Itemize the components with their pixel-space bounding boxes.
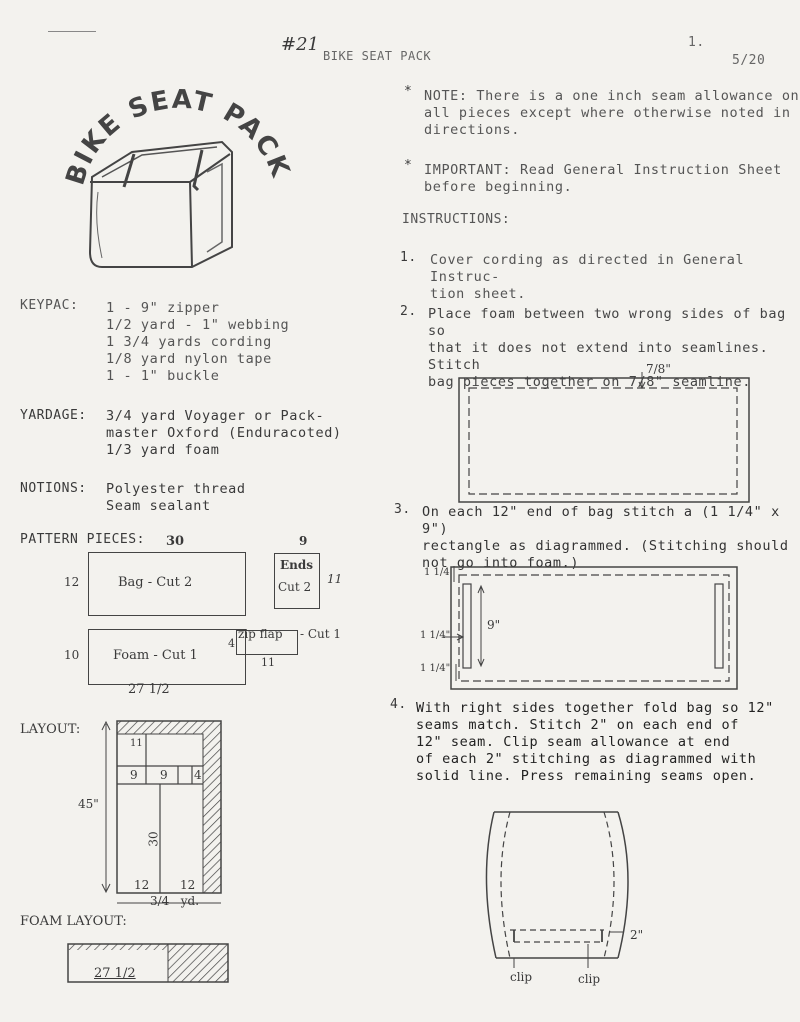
keypac-item: 1 3/4 yards cording (106, 334, 272, 350)
layout-b1: 12 (134, 878, 150, 892)
foam-layout-value: 27 1/2 (94, 966, 136, 981)
step-line: With right sides together fold bag so 12… (416, 700, 774, 716)
zipflap-label: zip flap (238, 627, 283, 641)
step2-seam-label: 7/8" (646, 362, 671, 376)
notions-line: Polyester thread (106, 481, 246, 497)
step-number: 1. (400, 250, 417, 265)
instructions-label: INSTRUCTIONS: (402, 212, 511, 227)
yardage-label: YARDAGE: (20, 408, 87, 423)
keypac-item: 1 - 9" zipper (106, 300, 220, 316)
foam-layout-diagram (67, 943, 229, 983)
ends-width: 9 (299, 534, 308, 548)
layout-w1: 9 (130, 768, 138, 782)
zipflap-piece (236, 630, 298, 655)
keypac-list: 1 - 9" zipper 1/2 yard - 1" webbing 1 3/… (106, 300, 289, 385)
note-bullet: * (404, 84, 412, 99)
bike-seat-pack-logo-art: BIKE SEAT PACK (60, 85, 294, 268)
step-line: Cover cording as directed in General Ins… (430, 252, 745, 285)
important-text: IMPORTANT: Read General Instruction Shee… (424, 162, 782, 196)
bag-piece-label: Bag - Cut 2 (118, 575, 193, 590)
layout-b2: 12 (180, 878, 196, 892)
page-number: 1. (688, 35, 705, 50)
note-line: NOTE: There is a one inch seam allowance… (424, 88, 800, 104)
important-line: IMPORTANT: Read General Instruction Shee… (424, 162, 782, 178)
step-text: On each 12" end of bag stitch a (1 1/4" … (422, 504, 800, 572)
note-line: all pieces except where otherwise noted … (424, 105, 791, 121)
yardage-line: master Oxford (Enduracoted) (106, 425, 342, 441)
step4-clip-1: clip (510, 970, 533, 984)
ends-height: 11 (327, 572, 343, 586)
step-text: With right sides together fold bag so 12… (416, 700, 774, 785)
pattern-pieces-label: PATTERN PIECES: (20, 532, 145, 547)
step-line: tion sheet. (430, 286, 527, 302)
header-rule (48, 31, 96, 32)
bag-piece (88, 552, 246, 616)
notions-list: Polyester thread Seam sealant (106, 481, 246, 515)
ends-title: Ends (280, 558, 314, 572)
foam-piece-label: Foam - Cut 1 (113, 648, 198, 663)
step-line: On each 12" end of bag stitch a (1 1/4" … (422, 504, 780, 537)
foam-layout-label: FOAM LAYOUT: (20, 914, 127, 929)
step-number: 4. (390, 697, 407, 712)
zipflap-height: 4 (228, 637, 235, 650)
logo: BIKE SEAT PACK (60, 72, 294, 272)
layout-ends-height: 11 (130, 738, 143, 749)
keypac-item: 1/2 yard - 1" webbing (106, 317, 290, 333)
yardage-line: 3/4 yard Voyager or Pack- (106, 408, 325, 424)
foam-piece (88, 629, 246, 685)
step3-diagram (444, 566, 738, 690)
yardage-line: 1/3 yard foam (106, 442, 220, 458)
step-number: 2. (400, 304, 417, 319)
step4-clip-2: clip (578, 972, 601, 986)
step-line: 12" seam. Clip seam allowance at end (416, 734, 731, 750)
zipflap-cut: - Cut 1 (300, 627, 342, 641)
page-date: 5/20 (732, 53, 766, 68)
step3-nine-label: 9" (487, 618, 501, 632)
layout-mid: 30 (146, 831, 161, 847)
step-text: Cover cording as directed in General Ins… (430, 252, 800, 303)
step-line: rectangle as diagrammed. (Stitching shou… (422, 538, 789, 554)
ends-text: Cut 2 (278, 580, 312, 594)
step4-diagram (485, 811, 629, 968)
layout-w3: 4 (194, 768, 202, 782)
bag-width: 30 (166, 534, 185, 549)
layout-bottom: 3/4 yd. (150, 894, 200, 908)
layout-w2: 9 (160, 768, 168, 782)
pattern-number: #21 (281, 34, 319, 55)
note-text: NOTE: There is a one inch seam allowance… (424, 88, 799, 139)
step-line: that it does not extend into seamlines. … (428, 340, 769, 373)
step3-left-label: 1 1/4" (420, 630, 451, 641)
notions-line: Seam sealant (106, 498, 211, 514)
layout-height: 45" (78, 797, 99, 811)
keypac-label: KEYPAC: (20, 298, 79, 313)
bag-height: 12 (64, 575, 80, 589)
yardage-list: 3/4 yard Voyager or Pack- master Oxford … (106, 408, 342, 459)
step4-two-label: 2" (630, 928, 644, 942)
ends-piece (274, 553, 320, 609)
zipflap-width: 11 (261, 656, 275, 669)
important-line: before beginning. (424, 179, 573, 195)
layout-diagram (101, 720, 222, 904)
notions-label: NOTIONS: (20, 481, 87, 496)
step-line: solid line. Press remaining seams open. (416, 768, 757, 784)
important-bullet: * (404, 158, 412, 173)
foam-height: 10 (64, 648, 80, 662)
page-title: BIKE SEAT PACK (323, 49, 432, 63)
layout-label: LAYOUT: (20, 722, 81, 737)
step2-diagram (458, 372, 750, 503)
step-number: 3. (394, 502, 411, 517)
note-line: directions. (424, 122, 521, 138)
step-line: of each 2" stitching as diagrammed with (416, 751, 757, 767)
step3-top-label: 1 1/4 (424, 567, 450, 578)
step-line: Place foam between two wrong sides of ba… (428, 306, 786, 339)
foam-width: 27 1/2 (128, 682, 170, 697)
keypac-item: 1 - 1" buckle (106, 368, 220, 384)
step-line: seams match. Stitch 2" on each end of (416, 717, 739, 733)
keypac-item: 1/8 yard nylon tape (106, 351, 272, 367)
step3-bottom-label: 1 1/4" (420, 663, 451, 674)
